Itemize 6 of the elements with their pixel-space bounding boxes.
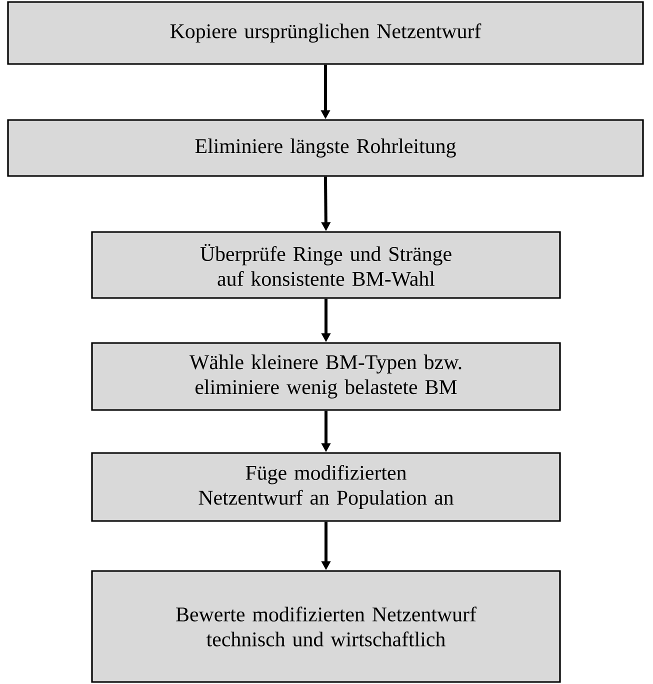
process-box: Eliminiere längste Rohrleitung	[7, 119, 644, 177]
process-box: Wähle kleinere BM-Typen bzw. eliminiere wenig belastete BM	[91, 342, 561, 411]
process-box: Füge modifizierten Netzentwurf an Population an	[91, 452, 561, 522]
process-box: Kopiere ursprünglichen Netzentwurf	[7, 1, 644, 65]
process-box: Bewerte modifizierten Netzentwurf technisch und wirtschaftlich	[91, 570, 561, 683]
process-box: Überprüfe Ringe und Stränge auf konsistente BM-Wahl	[91, 231, 561, 299]
